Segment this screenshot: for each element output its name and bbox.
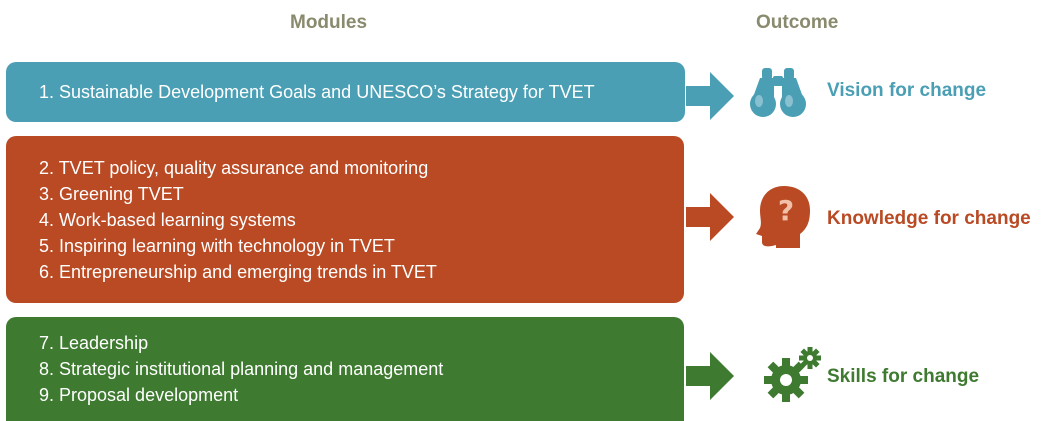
module-item-8: 8. Strategic institutional planning and … [39, 359, 444, 379]
arrow-right-icon [686, 352, 734, 400]
outcome-skills: Skills for change [827, 366, 980, 387]
module-item-1: 1. Sustainable Development Goals and UNE… [39, 82, 595, 102]
outcome-vision: Vision for change [827, 80, 987, 101]
module-item-5: 5. Inspiring learning with technology in… [39, 235, 395, 256]
module-group-skills: 7. Leadership 8. Strategic institutional… [6, 317, 684, 421]
module-item-6: 6. Entrepreneurship and emerging trends … [39, 261, 437, 282]
module-group-vision: 1. Sustainable Development Goals and UNE… [6, 62, 685, 122]
svg-text:?: ? [778, 194, 794, 227]
module-item-2: 2. TVET policy, quality assurance and mo… [39, 157, 429, 178]
binoculars-icon [750, 68, 806, 117]
arrow-right-icon [686, 193, 734, 241]
modules-header: Modules [290, 12, 368, 33]
module-group-knowledge: 2. TVET policy, quality assurance and mo… [6, 136, 684, 303]
module-item-3: 3. Greening TVET [39, 183, 184, 204]
arrow-right-icon [686, 72, 734, 120]
head-question-icon: ? [756, 186, 810, 248]
outcome-header: Outcome [756, 12, 839, 33]
outcome-knowledge: Knowledge for change [827, 208, 1031, 229]
gears-icon [764, 347, 821, 402]
module-item-4: 4. Work-based learning systems [39, 209, 296, 230]
module-item-7: 7. Leadership [39, 333, 149, 353]
module-item-9: 9. Proposal development [39, 385, 239, 405]
